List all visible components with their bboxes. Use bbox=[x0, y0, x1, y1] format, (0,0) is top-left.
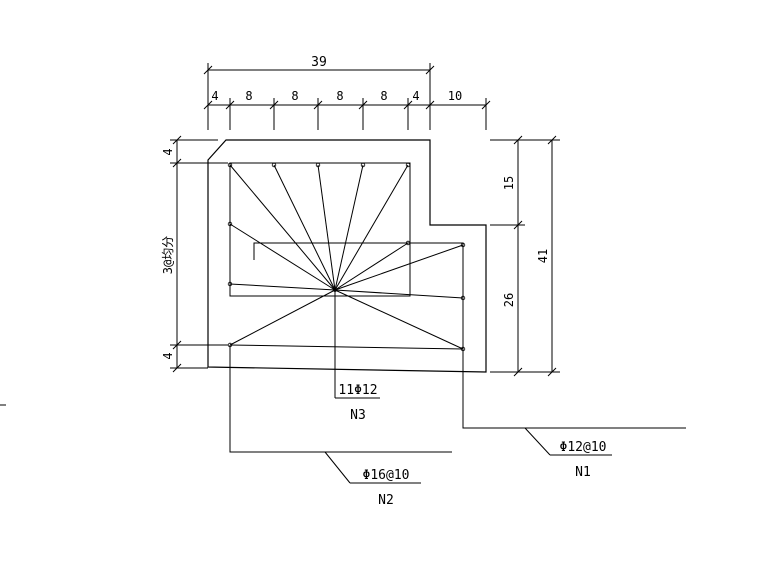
left-dimension-chain: 4 3@均分 4 bbox=[161, 135, 228, 373]
callout-n1-spec: Φ12@10 bbox=[560, 440, 607, 455]
top-dimension-chain: 39 4 8 8 8 8 4 10 bbox=[203, 55, 491, 130]
callout-n3-mark: N3 bbox=[350, 408, 366, 423]
stirrup-upper bbox=[229, 162, 411, 297]
dim-top-seg-1: 4 bbox=[211, 89, 218, 103]
dim-top-seg-3: 8 bbox=[291, 89, 298, 103]
dim-left-top: 4 bbox=[161, 148, 175, 155]
callout-n3: 11Φ12 N3 bbox=[338, 383, 377, 423]
dim-top-seg-5: 8 bbox=[380, 89, 387, 103]
callout-n2-mark: N2 bbox=[378, 493, 394, 508]
dim-top-total: 39 bbox=[311, 55, 327, 70]
dim-top-seg-4: 8 bbox=[336, 89, 343, 103]
dim-left-bottom: 4 bbox=[161, 352, 175, 359]
section-outline bbox=[207, 139, 487, 373]
callout-n2: Φ16@10 N2 bbox=[363, 468, 410, 508]
callout-n1: Φ12@10 N1 bbox=[560, 440, 607, 480]
leader-lines bbox=[229, 290, 686, 484]
dim-top-extra: 10 bbox=[448, 89, 462, 103]
dim-left-middle: 3@均分 bbox=[161, 236, 175, 274]
dim-right-total: 41 bbox=[536, 249, 550, 263]
callout-n3-spec: 11Φ12 bbox=[338, 383, 377, 398]
dim-top-seg-2: 8 bbox=[245, 89, 252, 103]
dim-top-seg-6: 4 bbox=[412, 89, 419, 103]
radial-bars bbox=[229, 164, 464, 350]
callout-n2-spec: Φ16@10 bbox=[363, 468, 410, 483]
dim-right-upper: 15 bbox=[502, 176, 516, 190]
dim-right-lower: 26 bbox=[502, 293, 516, 307]
callout-n1-mark: N1 bbox=[575, 465, 591, 480]
right-dimension-chain: 15 26 41 bbox=[490, 135, 560, 377]
